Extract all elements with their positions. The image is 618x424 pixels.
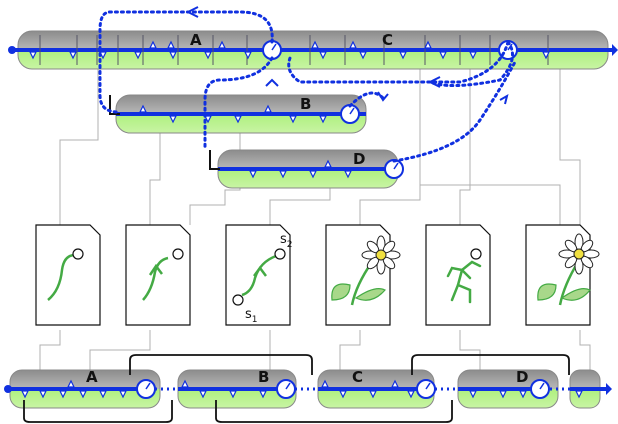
jump-arrowheads <box>185 6 509 105</box>
track-d <box>217 149 399 189</box>
label-d-mid: D <box>353 150 365 168</box>
track-ac-tick-dividers <box>39 35 549 65</box>
s2-label: s2 <box>280 232 293 250</box>
track-d-markers <box>249 159 352 179</box>
bottom-start-dot <box>4 385 12 393</box>
bottom-markers <box>21 379 583 399</box>
bottom-playhead-hands <box>145 382 545 390</box>
bottom-end-arrow <box>606 383 612 395</box>
label-d-bottom: D <box>516 368 528 386</box>
track-b <box>115 94 367 134</box>
track-ac-markers <box>29 40 550 60</box>
jump-arrows <box>98 10 517 163</box>
label-a-top: A <box>190 31 202 49</box>
label-a-bottom: A <box>86 368 98 386</box>
running-figure-icon <box>446 248 482 304</box>
flower-icon <box>331 235 401 306</box>
track-b-markers <box>139 104 327 124</box>
label-b-bottom: B <box>258 368 269 386</box>
arrow-stroke-icon <box>142 248 184 301</box>
curve-stroke-icon <box>47 248 84 301</box>
s-curve-stroke-icon <box>232 248 286 306</box>
document-cards <box>35 224 591 326</box>
label-b-mid: B <box>300 95 311 113</box>
flower-icon <box>537 233 600 306</box>
s1-label: s1 <box>245 307 258 325</box>
label-c-bottom: C <box>352 368 363 386</box>
bracket-lines <box>109 95 220 170</box>
bottom-loop-brackets <box>23 354 570 423</box>
label-c-top: C <box>382 31 393 49</box>
